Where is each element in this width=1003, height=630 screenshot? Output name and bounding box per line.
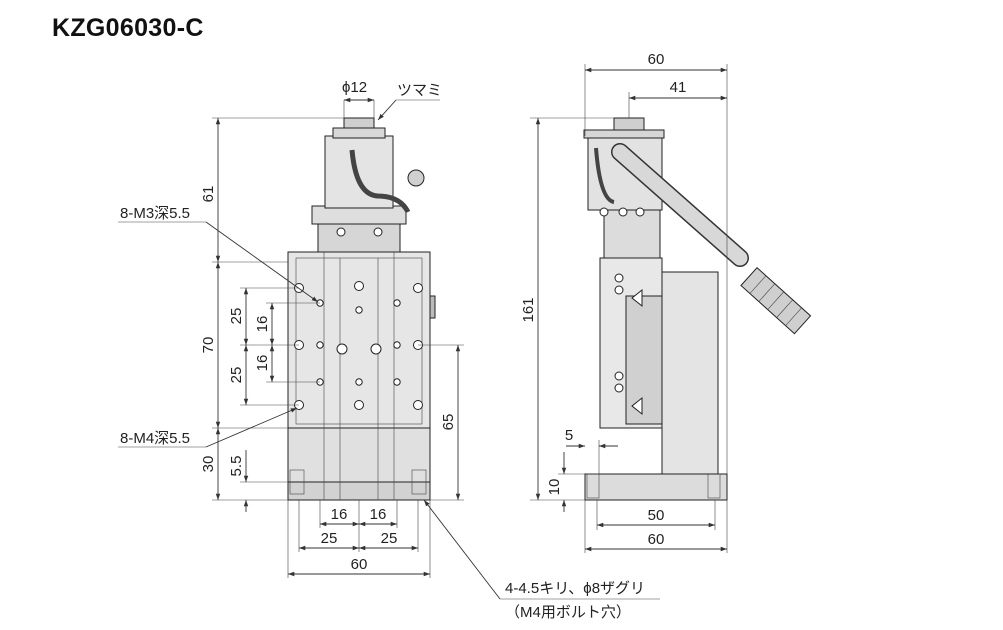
front-screw [336, 227, 346, 237]
front-cable-plug [407, 169, 425, 187]
dim-25-upper: 25 [228, 308, 245, 325]
m4-label: 8-M4深5.5 [120, 430, 190, 447]
front-dimensions [118, 97, 660, 600]
side-column [661, 271, 719, 475]
dim-60-front: 60 [351, 556, 368, 573]
front-holes [294, 281, 423, 410]
dim-5: 5 [565, 427, 573, 444]
side-upper-block [603, 207, 661, 259]
front-knob-collar [332, 127, 386, 139]
dim-41: 41 [670, 79, 687, 96]
dim-10: 10 [546, 479, 563, 496]
front-upper-block [317, 221, 401, 253]
dim-16-bottom-right: 16 [370, 506, 387, 523]
front-cable [349, 149, 411, 214]
front-base-foot [287, 481, 431, 501]
dim-25-lower: 25 [228, 367, 245, 384]
dim-16-bottom-left: 16 [331, 506, 348, 523]
hole-note: 4-4.5キリ、ϕ8ザグリ [505, 580, 645, 597]
side-knob-collar [583, 129, 665, 139]
dim-65: 65 [440, 414, 457, 431]
dim-60-side-bottom: 60 [648, 531, 665, 548]
front-bolt-hole [289, 469, 305, 495]
side-connector [740, 266, 812, 335]
side-labels: 60 41 161 5 10 50 60 [520, 51, 686, 548]
dim-30: 30 [200, 456, 217, 473]
side-view [583, 117, 812, 501]
bolt-note: （M4用ボルト穴） [505, 604, 631, 621]
front-bolt-hole [411, 469, 427, 495]
dim-60-side-top: 60 [648, 51, 665, 68]
dim-70: 70 [200, 337, 217, 354]
model-title: KZG06030-C [52, 14, 204, 42]
dim-16-upper: 16 [254, 316, 271, 333]
front-screw [373, 227, 383, 237]
front-side-knob [429, 295, 436, 319]
side-stop [631, 288, 643, 308]
dim-phi12: ϕ12 [342, 79, 367, 96]
dim-5.5: 5.5 [228, 456, 245, 477]
dim-25-bottom-left: 25 [321, 530, 338, 547]
dim-161: 161 [520, 297, 537, 322]
dim-50: 50 [648, 507, 665, 524]
side-base [584, 473, 728, 501]
side-dimensions [530, 64, 728, 553]
front-view [287, 117, 436, 501]
dim-25-bottom-right: 25 [381, 530, 398, 547]
knob-label: ツマミ [397, 82, 442, 99]
front-labels: ϕ12 ツマミ 61 70 25 16 16 25 8-M3深5.5 8-M4深… [120, 79, 645, 621]
side-slide-rail [625, 295, 663, 425]
dim-16-lower: 16 [254, 355, 271, 372]
m3-label: 8-M3深5.5 [120, 205, 190, 222]
dim-61: 61 [200, 186, 217, 203]
front-upper-plate [311, 205, 407, 225]
side-stop [631, 396, 643, 416]
side-bolt-hole [586, 473, 600, 499]
